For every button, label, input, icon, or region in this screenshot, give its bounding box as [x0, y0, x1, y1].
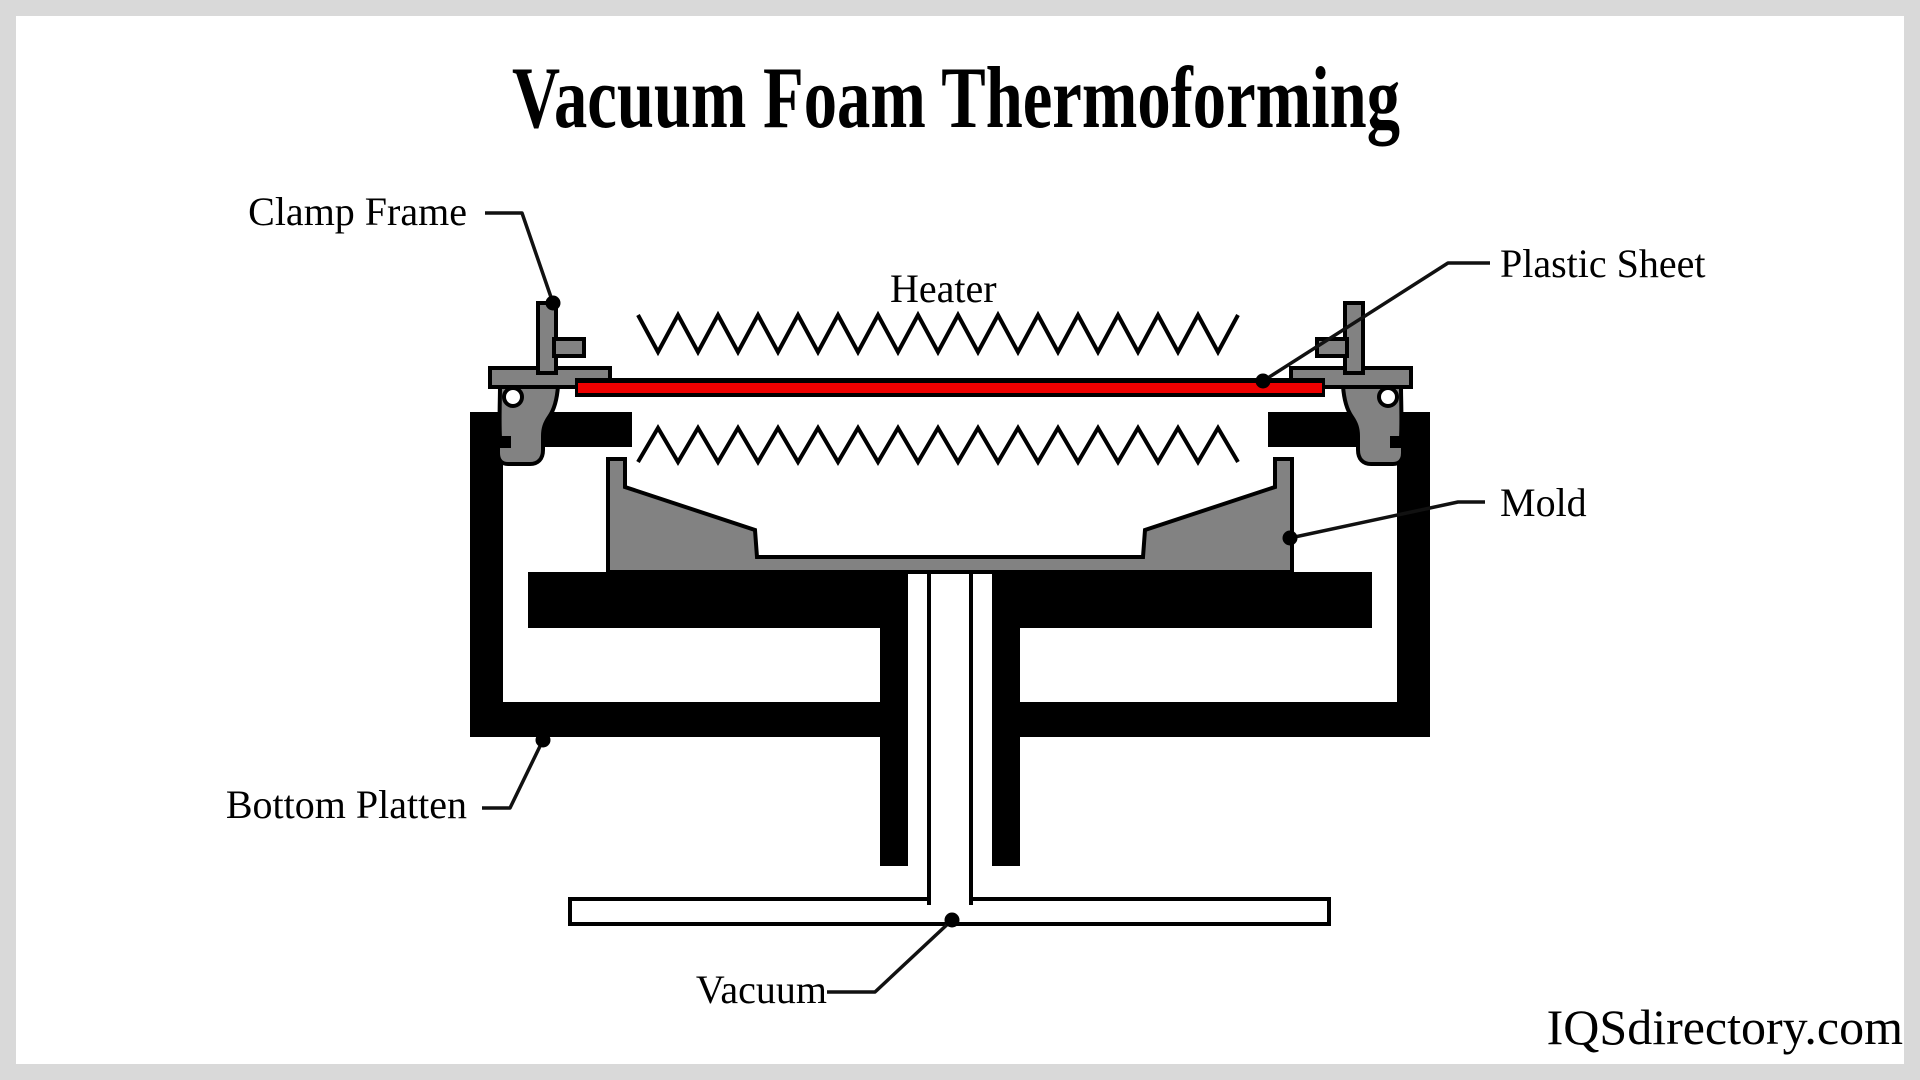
label-vacuum: Vacuum	[696, 967, 827, 1012]
mold-shape	[606, 457, 1294, 574]
label-bottom-platten: Bottom Platten	[226, 782, 467, 827]
label-plastic-sheet: Plastic Sheet	[1500, 241, 1706, 286]
support-column-left	[880, 628, 908, 866]
bottom-platten-dot	[535, 732, 551, 748]
clamp-pivot	[1377, 386, 1399, 408]
mold-dot	[1282, 530, 1298, 546]
heater-element-bottom	[636, 424, 1240, 466]
support-slab-right	[992, 572, 1372, 628]
plastic-sheet-leader	[1262, 261, 1490, 383]
clamp-tab	[1315, 337, 1349, 358]
label-clamp-frame: Clamp Frame	[248, 189, 467, 234]
clamp-frame-dot	[545, 295, 561, 311]
diagram-title: Vacuum Foam Thermoforming	[512, 50, 1400, 147]
mold-support-structure	[470, 572, 1430, 866]
clamp-pivot	[502, 386, 524, 408]
platten-top-right-bar	[1268, 412, 1430, 447]
label-heater: Heater	[890, 266, 997, 311]
mold-leader	[1289, 500, 1485, 540]
leader-lines	[482, 211, 1490, 994]
platten-left-wall	[470, 412, 503, 737]
platten-bottom-slab-right	[992, 702, 1430, 737]
platten-right-wall	[1397, 412, 1430, 737]
vacuum-dot	[944, 912, 960, 928]
clamp-tab	[552, 337, 586, 358]
vacuum-leader	[827, 918, 954, 994]
clamp-frame-leader	[485, 211, 555, 304]
plastic-sheet-dot	[1255, 373, 1271, 389]
support-slab-left	[528, 572, 908, 628]
support-column-right	[992, 628, 1020, 866]
heater-element-top	[636, 310, 1240, 357]
platten-bottom-slab-left	[470, 702, 908, 737]
platten-top-left-bar	[470, 412, 632, 447]
label-mold: Mold	[1500, 480, 1587, 525]
bottom-platten-leader	[482, 739, 545, 810]
plastic-sheet	[575, 378, 1325, 397]
plastic-sheet-red	[578, 383, 1322, 393]
watermark: IQSdirectory.com	[1547, 999, 1903, 1055]
vacuum-pipe-opening	[931, 894, 969, 905]
